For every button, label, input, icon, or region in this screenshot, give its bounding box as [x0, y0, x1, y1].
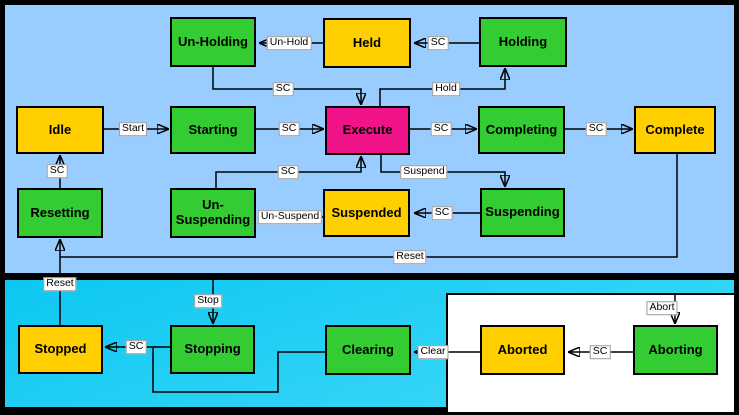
state-clearing: Clearing — [325, 325, 411, 375]
state-held: Held — [323, 18, 411, 68]
transition-line-reset-complete — [60, 154, 678, 258]
transition-label-sc-resetting-idle: SC — [46, 164, 68, 178]
transition-label-clear: Clear — [417, 345, 449, 359]
transition-label-sc-completing-complete: SC — [585, 122, 607, 136]
state-complete: Complete — [634, 106, 716, 154]
state-idle: Idle — [16, 106, 104, 154]
state-un-suspending: Un-Suspending — [170, 188, 256, 238]
transition-label-sc-starting-execute: SC — [278, 122, 300, 136]
transition-line-clearing-route — [152, 348, 325, 393]
transition-label-stop: Stop — [194, 294, 222, 308]
state-suspending: Suspending — [480, 188, 565, 237]
state-stopped: Stopped — [18, 325, 103, 374]
transition-label-un-suspend: Un-Suspend — [257, 210, 323, 224]
transition-label-start: Start — [118, 122, 148, 136]
transition-label-sc-unholding-execute: SC — [272, 82, 294, 96]
state-resetting: Resetting — [17, 188, 103, 238]
state-un-holding: Un-Holding — [170, 17, 256, 67]
state-aborted: Aborted — [480, 325, 565, 375]
transition-label-sc-suspending-suspended: SC — [431, 206, 453, 220]
transition-label-sc-aborting-aborted: SC — [589, 345, 611, 359]
transition-label-reset-stopped: Reset — [43, 277, 77, 291]
transition-label-un-hold: Un-Hold — [266, 36, 312, 50]
state-completing: Completing — [478, 106, 565, 154]
state-starting: Starting — [170, 106, 256, 154]
transition-label-suspend: Suspend — [400, 165, 448, 179]
transition-label-reset-complete: Reset — [393, 250, 427, 264]
transition-label-hold: Hold — [432, 82, 460, 96]
transition-label-sc-execute-completing: SC — [430, 122, 452, 136]
state-suspended: Suspended — [323, 189, 410, 237]
transition-label-sc-stopping-stopped: SC — [125, 340, 147, 354]
transition-label-sc-unsuspending-execute: SC — [277, 165, 299, 179]
transition-label-abort: Abort — [646, 301, 678, 315]
state-execute: Execute — [325, 106, 410, 155]
state-holding: Holding — [479, 17, 567, 67]
transition-label-sc-holding-held: SC — [427, 36, 449, 50]
state-aborting: Aborting — [633, 325, 718, 375]
state-stopping: Stopping — [170, 325, 255, 374]
